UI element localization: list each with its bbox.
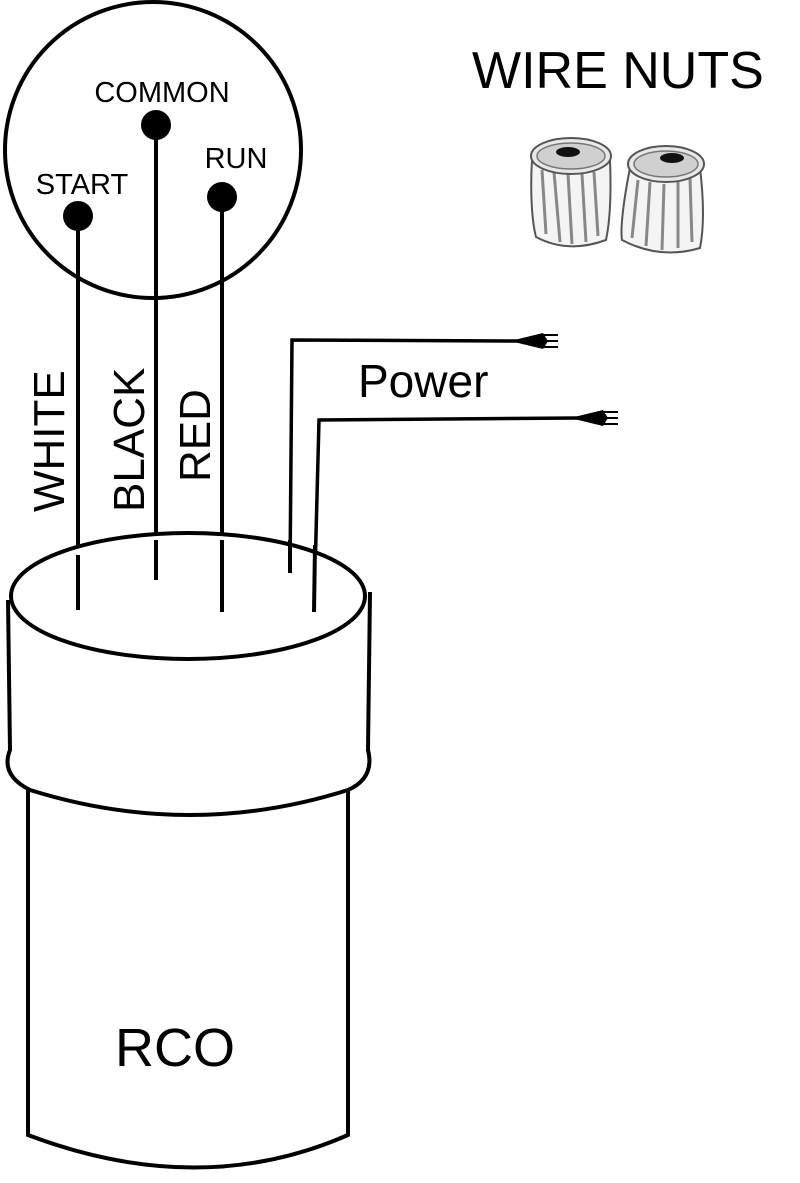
terminal-label-common: COMMON — [94, 77, 229, 109]
wire-nut-left-icon — [530, 137, 612, 248]
wire-label-white: WHITE — [25, 370, 74, 512]
power-plug-lower — [570, 410, 618, 426]
wire-nuts-title: WIRE NUTS — [472, 42, 764, 100]
rco-label: RCO — [115, 1018, 235, 1078]
rco-top-ellipse — [9, 531, 367, 661]
wire-ends — [76, 540, 317, 613]
wire-nut-right-icon — [620, 145, 705, 254]
power-label: Power — [358, 355, 488, 407]
rco-relay — [5, 531, 372, 1170]
wire-label-red: RED — [171, 389, 220, 482]
power-plug-upper — [510, 333, 558, 349]
motor-terminal-diagram: COMMON START RUN — [3, 0, 303, 300]
power-wire-upper — [288, 338, 519, 574]
rco-lower-body — [26, 788, 350, 1170]
wire-label-black: BLACK — [105, 368, 154, 512]
terminal-label-start: START — [36, 169, 129, 201]
terminal-label-run: RUN — [205, 143, 268, 175]
